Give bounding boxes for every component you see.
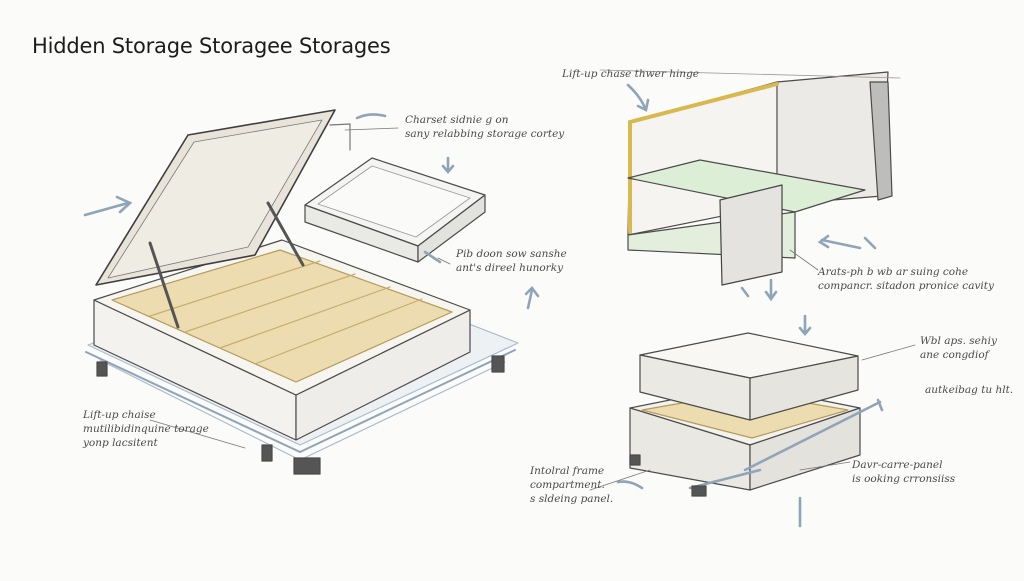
storage-tray-illustration bbox=[304, 157, 486, 263]
drawer-unit-illustration bbox=[629, 332, 882, 497]
annotation-drawer-mid: autkeibag tu hlt. bbox=[925, 384, 1014, 396]
annotation-main-top: Charset sidnie g on sany relabbing stora… bbox=[405, 114, 565, 140]
annotation-drawer-right: Davr-carre-panel is ooking crronsiiss bbox=[852, 459, 956, 485]
annotation-hinge: Lift-up chase thwer hinge bbox=[562, 68, 700, 80]
page-title: Hidden Storage Storagee Storages bbox=[32, 34, 391, 58]
annotation-drawer-top: Wbl aps. sehiy ane congdiof bbox=[920, 335, 997, 361]
storage-bed-illustration bbox=[85, 109, 519, 475]
annotation-cavity: Arats-ph b wb ar suing cohe compancr. si… bbox=[818, 266, 994, 292]
arrow-icon bbox=[83, 201, 130, 217]
lift-up-hinge-illustration bbox=[599, 69, 901, 286]
annotation-main-bottom: Lift-up chaise mutilibidinquine torage y… bbox=[83, 409, 209, 449]
annotation-main-mid: Pib doon sow sanshe ant's direel hunorky bbox=[456, 248, 567, 274]
annotation-drawer-left: Intolral frame compartment. s sldeing pa… bbox=[530, 465, 614, 505]
